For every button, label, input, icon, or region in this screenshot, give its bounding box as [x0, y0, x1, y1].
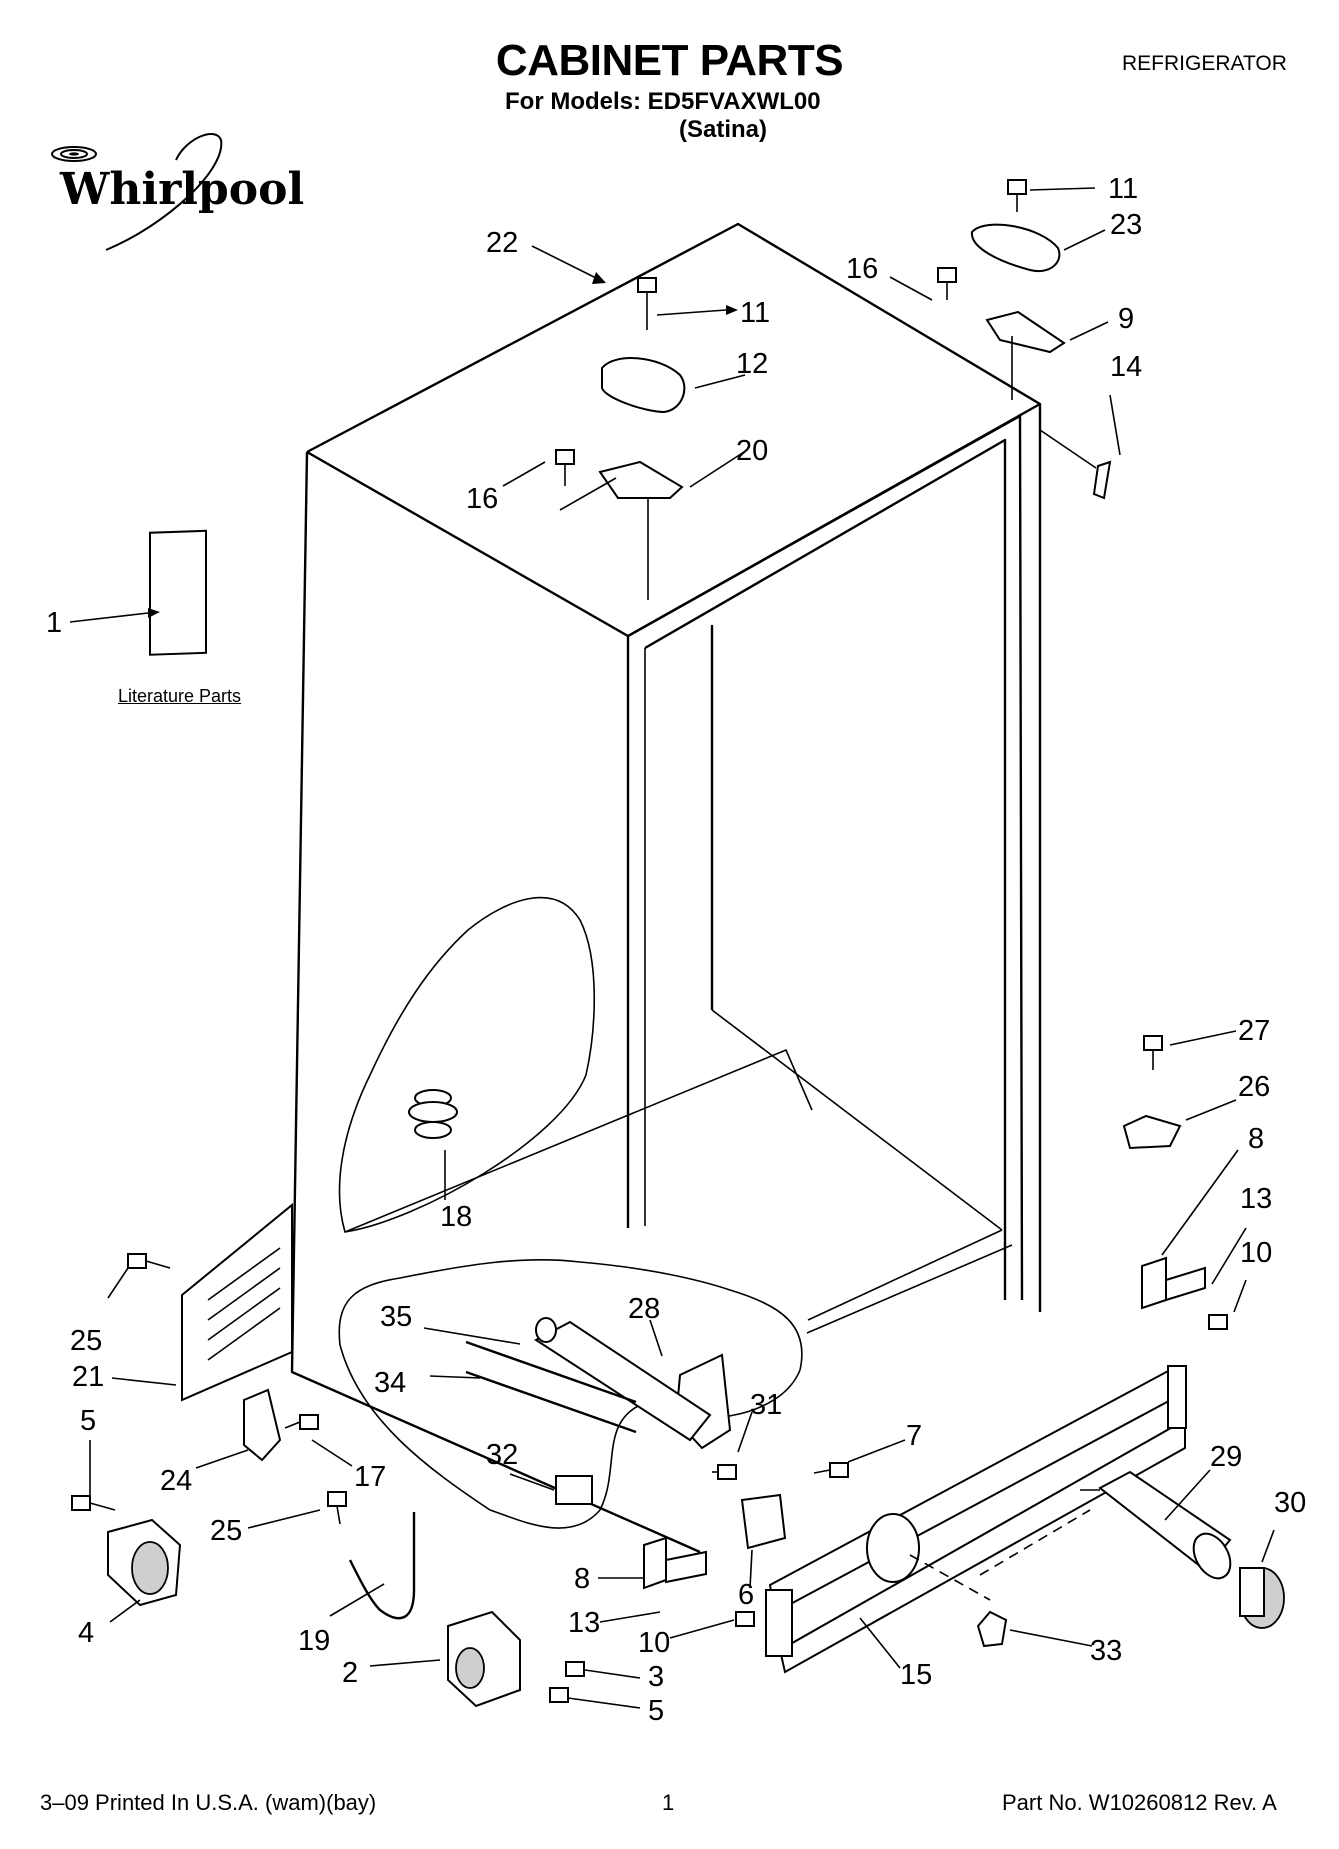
callout-12: 12	[736, 348, 768, 380]
callout-6: 6	[738, 1579, 754, 1611]
callout-10a: 10	[1240, 1237, 1272, 1269]
callout-34: 34	[374, 1367, 406, 1399]
callout-35: 35	[380, 1301, 412, 1333]
cutaway-upper	[338, 896, 596, 1233]
callout-1: 1	[46, 607, 62, 639]
callout-8a: 8	[1248, 1123, 1264, 1155]
literature-parts-label: Literature Parts	[118, 686, 242, 706]
callout-16a: 16	[846, 253, 878, 285]
bottom-hinge-icon	[447, 1610, 521, 1708]
cutaway-lower	[338, 1259, 803, 1529]
tube-34-icon	[465, 1370, 637, 1434]
hinge-pin-right-icon	[1165, 1266, 1206, 1302]
drain-grommet-icon	[408, 1089, 458, 1139]
callout-27: 27	[1238, 1015, 1270, 1047]
callout-19: 19	[298, 1625, 330, 1657]
panel-vents	[207, 1247, 281, 1361]
callout-2: 2	[342, 1657, 358, 1689]
callout-23: 23	[1110, 209, 1142, 241]
callout-7: 7	[906, 1420, 922, 1452]
callout-5b: 5	[648, 1695, 664, 1727]
callout-22: 22	[486, 227, 518, 259]
callout-20: 20	[736, 435, 768, 467]
page-title: CABINET PARTS	[495, 36, 844, 85]
callout-26: 26	[1238, 1071, 1270, 1103]
hinge-cover-right-icon	[970, 223, 1061, 273]
bracket-33-icon	[976, 1610, 1008, 1648]
callout-16b: 16	[466, 483, 498, 515]
callout-13b: 13	[568, 1607, 600, 1639]
callout-30: 30	[1274, 1487, 1306, 1519]
whirlpool-logo-icon	[51, 133, 223, 251]
callout-25a: 25	[70, 1325, 102, 1357]
rear-access-panel-icon	[181, 1202, 293, 1402]
water-line-icon	[348, 1512, 416, 1620]
callout-11b: 11	[740, 297, 770, 329]
top-hinge-left-icon	[598, 460, 684, 499]
cabinet-body	[290, 222, 1042, 1554]
literature-booklet-icon	[149, 529, 207, 656]
hinge-pin-left-icon	[665, 1550, 707, 1584]
product-category: REFRIGERATOR	[1122, 52, 1287, 75]
model-variant: (Satina)	[679, 116, 768, 143]
callout-5a: 5	[80, 1405, 96, 1437]
callout-15: 15	[900, 1659, 932, 1691]
callout-3: 3	[648, 1661, 664, 1693]
callout-21: 21	[72, 1361, 104, 1393]
screw-icons	[71, 179, 1228, 1703]
toe-grille-icon	[765, 1365, 1187, 1674]
part-number: Part No. W10260812 Rev. A	[1002, 1790, 1277, 1815]
bracket-6-icon	[740, 1493, 787, 1550]
cutaway-shelf	[344, 1048, 813, 1233]
callout-25b: 25	[210, 1515, 242, 1547]
water-filter-icon	[1080, 1470, 1232, 1580]
filter-cap-icon	[1239, 1567, 1285, 1629]
callout-17: 17	[354, 1461, 386, 1493]
brand-name: Whirlpool	[60, 164, 305, 215]
callout-labels: 1 2 3 4 5 5 6 7 8 8 9 10 10 11 11 12 13 …	[46, 173, 1306, 1727]
hinge-cover-left-icon	[601, 357, 686, 414]
callout-14: 14	[1110, 351, 1142, 383]
model-number: For Models: ED5FVAXWL00	[505, 88, 821, 115]
callout-31: 31	[750, 1389, 782, 1421]
top-hinge-right-icon	[985, 310, 1066, 354]
tube-35-icon	[465, 1340, 637, 1404]
callout-33: 33	[1090, 1635, 1122, 1667]
callout-32: 32	[486, 1439, 518, 1471]
filter-tube-housing-icon	[534, 1317, 712, 1442]
callout-13a: 13	[1240, 1183, 1272, 1215]
callout-28: 28	[628, 1293, 660, 1325]
callout-4: 4	[78, 1617, 94, 1649]
callout-10b: 10	[638, 1627, 670, 1659]
hinge-bracket-left-icon	[643, 1536, 667, 1590]
print-info: 3–09 Printed In U.S.A. (wam)(bay)	[40, 1790, 377, 1815]
callout-9: 9	[1118, 303, 1134, 335]
leader-lines	[69, 187, 1275, 1709]
callout-11a: 11	[1108, 173, 1138, 205]
callout-29: 29	[1210, 1441, 1242, 1473]
wire-connector-icon	[1092, 460, 1112, 500]
page-number: 1	[662, 1790, 675, 1815]
roller-assembly-icon	[107, 1518, 182, 1607]
foam-block-icon	[555, 1475, 593, 1505]
bracket-26-icon	[1122, 1114, 1182, 1150]
callout-8b: 8	[574, 1563, 590, 1595]
bracket-24-icon	[243, 1388, 282, 1462]
callout-18: 18	[440, 1201, 472, 1233]
hinge-bracket-right-icon	[1141, 1256, 1167, 1310]
callout-24: 24	[160, 1465, 192, 1497]
